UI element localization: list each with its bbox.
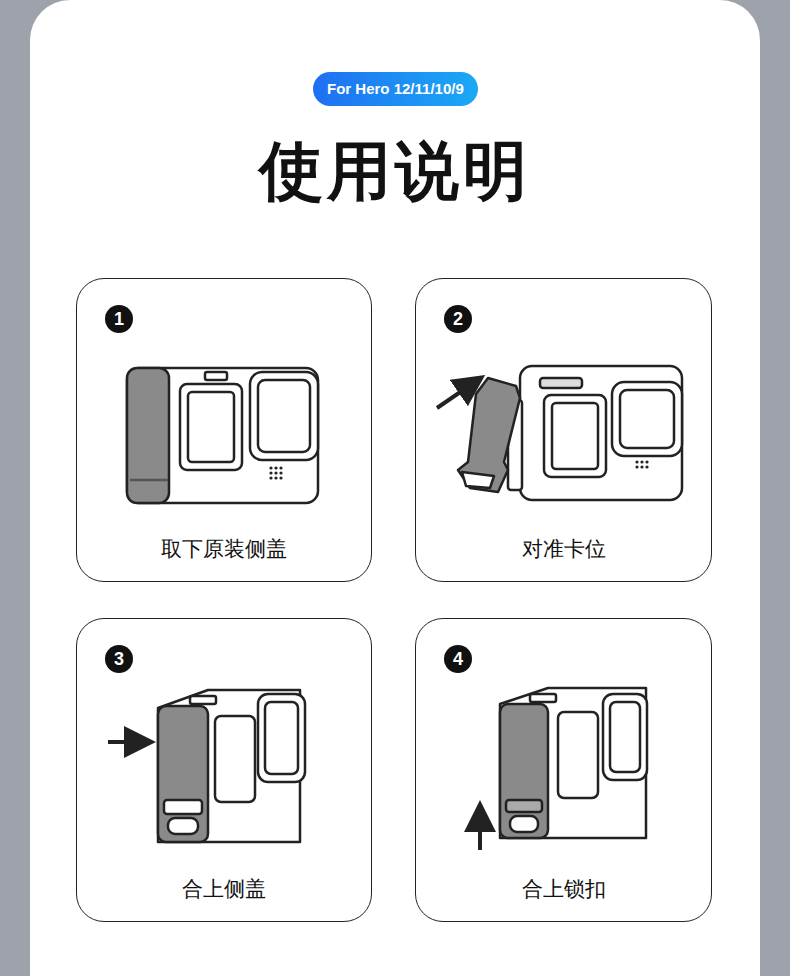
model-badge: For Hero 12/11/10/9 (313, 72, 478, 106)
step-number: 2 (453, 309, 463, 329)
step-caption: 取下原装侧盖 (77, 535, 371, 563)
callout-number: 4 (444, 645, 472, 673)
badge-text: For Hero 12/11/10/9 (327, 80, 464, 97)
step-caption: 合上锁扣 (416, 875, 711, 903)
step-panel: 对准卡位 2 (415, 278, 712, 582)
step-caption: 合上侧盖 (77, 875, 371, 903)
callout-number: 3 (105, 645, 133, 673)
step-caption: 对准卡位 (416, 535, 711, 563)
step-number: 3 (114, 649, 124, 669)
step-number: 4 (453, 649, 463, 669)
step-panel: 合上锁扣 4 (415, 618, 712, 922)
step-number: 1 (114, 309, 124, 329)
callout-number: 2 (444, 305, 472, 333)
step-panel: 取下原装侧盖 1 (76, 278, 372, 582)
page-title: 使用说明 (0, 128, 790, 215)
step-panel: 合上侧盖 3 (76, 618, 372, 922)
callout-number: 1 (105, 305, 133, 333)
